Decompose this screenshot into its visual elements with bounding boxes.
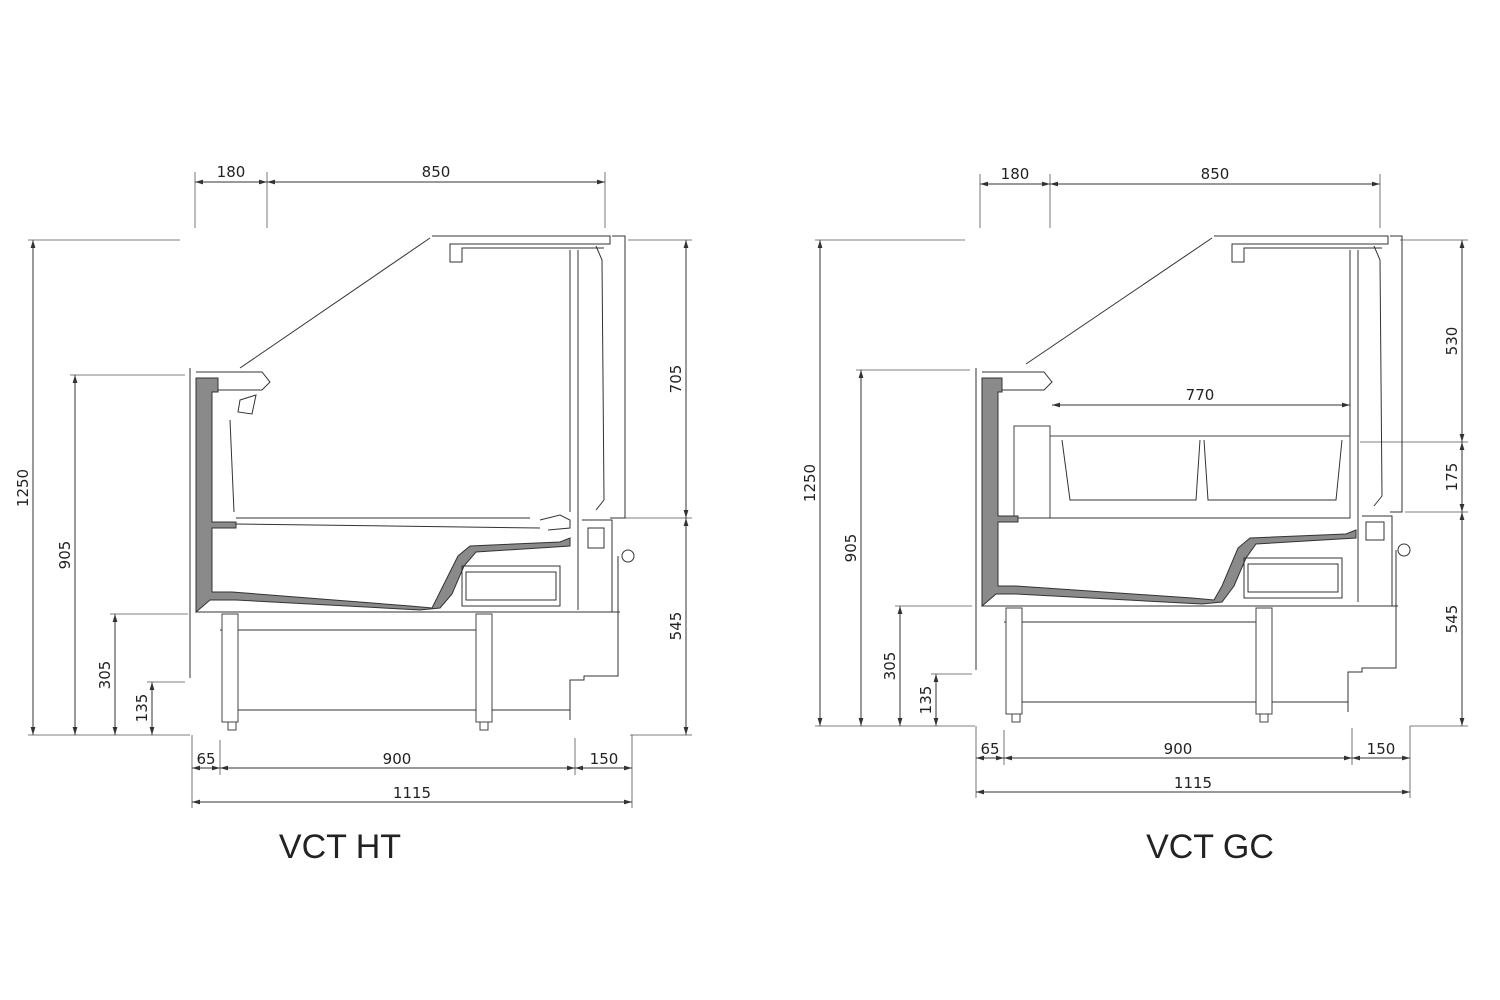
dim-label: 150 (1367, 740, 1396, 758)
dim-top-180: 180 (194, 163, 268, 228)
dim-height-175: 175 (1405, 442, 1468, 513)
dim-label: 770 (1186, 386, 1215, 404)
dim-height-530: 530 (1360, 239, 1468, 443)
dim-label: 180 (1001, 165, 1030, 183)
dim-label: 1115 (393, 784, 431, 802)
display-case-outline (975, 235, 1411, 723)
dim-height-135: 135 (133, 681, 185, 735)
dim-tray-770: 770 (1052, 386, 1350, 408)
drawing-vct-gc: 180 850 1250 905 305 135 (801, 165, 1468, 866)
display-case-outline (189, 235, 635, 731)
dim-label: 850 (1201, 165, 1230, 183)
dim-label: 135 (917, 686, 935, 715)
dim-label: 900 (383, 750, 412, 768)
dim-top-850: 850 (267, 163, 606, 228)
dim-label: 545 (667, 612, 685, 641)
dim-label: 305 (96, 661, 114, 690)
dim-label: 135 (133, 694, 151, 723)
dim-label: 705 (667, 365, 685, 394)
dim-bottom-1115: 1115 (192, 784, 632, 805)
dim-bottom-900: 900 (220, 738, 576, 775)
dim-bottom-150: 150 (575, 735, 633, 808)
dim-height-705: 705 (610, 239, 692, 519)
dim-bottom-1115: 1115 (976, 774, 1410, 795)
drawing-title: VCT HT (279, 828, 401, 866)
drawing-vct-ht: 180 850 1250 905 305 135 (14, 163, 692, 866)
dim-height-545: 545 (1410, 512, 1468, 727)
dim-label: 850 (422, 163, 451, 181)
dim-label: 900 (1164, 740, 1193, 758)
dim-height-305: 305 (881, 605, 972, 726)
dim-top-850: 850 (1050, 165, 1381, 228)
dim-label: 545 (1443, 605, 1461, 634)
dim-height-305: 305 (96, 613, 188, 735)
dim-label: 175 (1443, 463, 1461, 492)
dim-height-135: 135 (917, 673, 972, 726)
dim-height-545: 545 (630, 518, 692, 736)
dim-label: 150 (590, 750, 619, 768)
dim-label: 905 (842, 534, 860, 563)
dim-label: 305 (881, 652, 899, 681)
dim-bottom-65: 65 (191, 735, 221, 808)
drawing-title: VCT GC (1146, 828, 1274, 866)
dim-label: 905 (56, 541, 74, 570)
dim-label: 1115 (1174, 774, 1212, 792)
dim-bottom-65: 65 (975, 726, 1005, 798)
dim-height-1250: 1250 (14, 239, 190, 736)
dim-height-905: 905 (842, 369, 970, 726)
dim-label: 65 (980, 740, 999, 758)
dim-label: 65 (196, 750, 215, 768)
dim-label: 1250 (801, 464, 819, 502)
dim-label: 1250 (14, 469, 32, 507)
dim-label: 180 (217, 163, 246, 181)
dim-height-1250: 1250 (801, 239, 975, 727)
dim-label: 530 (1443, 327, 1461, 356)
dim-height-905: 905 (56, 374, 185, 735)
dim-bottom-150: 150 (1352, 726, 1411, 798)
dim-bottom-900: 900 (1004, 728, 1353, 765)
dim-top-180: 180 (979, 165, 1051, 228)
